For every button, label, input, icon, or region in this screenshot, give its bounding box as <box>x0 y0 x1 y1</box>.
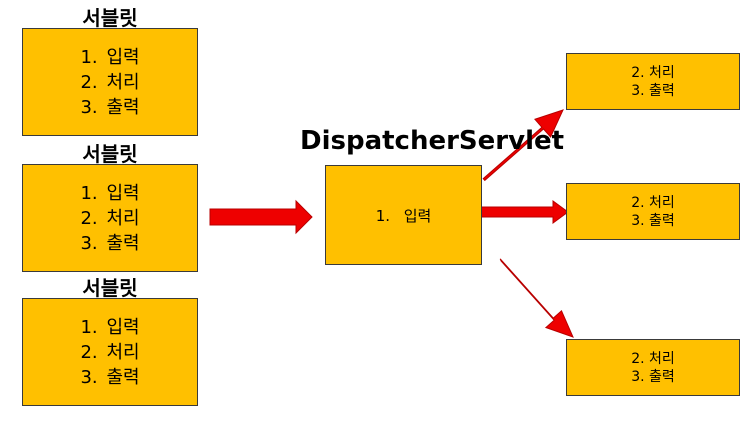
step-item: 1.입력 <box>80 316 140 338</box>
servlet-box-1: 1.입력 2.처리 3.출력 <box>22 28 198 136</box>
step-item: 2.처리 <box>80 207 140 229</box>
servlet-step-list: 1.입력 2.처리 3.출력 <box>80 45 139 120</box>
servlet-title-1: 서블릿 <box>82 6 138 30</box>
step-item: 2. 처리 <box>631 194 675 211</box>
step-item: 2. 처리 <box>631 64 675 81</box>
servlet-title-2: 서블릿 <box>82 142 138 166</box>
arrow-dispatcher-to-handler-3 <box>499 258 574 338</box>
arrow-dispatcher-to-handler-1 <box>482 109 564 182</box>
step-item: 3. 출력 <box>631 82 675 99</box>
servlet-box-2: 1.입력 2.처리 3.출력 <box>22 164 198 272</box>
servlet-step-list: 1.입력 2.처리 3.출력 <box>80 315 139 390</box>
handler-step-list: 2. 처리 3. 출력 <box>631 350 675 386</box>
step-item: 3. 출력 <box>631 212 675 229</box>
step-item: 3. 출력 <box>631 368 675 385</box>
step-item: 3.출력 <box>80 96 140 118</box>
step-item: 2.처리 <box>80 341 140 363</box>
handler-step-list: 2. 처리 3. 출력 <box>631 194 675 230</box>
step-item: 3.출력 <box>80 232 140 254</box>
handler-box-3: 2. 처리 3. 출력 <box>566 339 740 396</box>
arrow-dispatcher-to-handler-2 <box>480 200 569 224</box>
servlet-box-3: 1.입력 2.처리 3.출력 <box>22 298 198 406</box>
step-item: 1.입력 <box>80 182 140 204</box>
step-item: 2. 처리 <box>631 350 675 367</box>
handler-step-list: 2. 처리 3. 출력 <box>631 64 675 100</box>
handler-box-2: 2. 처리 3. 출력 <box>566 183 740 240</box>
dispatcher-step: 1.입력 <box>375 206 432 225</box>
step-item: 1.입력 <box>80 46 140 68</box>
dispatcher-title: DispatcherServlet <box>300 126 565 156</box>
handler-box-1: 2. 처리 3. 출력 <box>566 53 740 110</box>
servlet-title-3: 서블릿 <box>82 276 138 300</box>
step-item: 2.처리 <box>80 71 140 93</box>
step-item: 3.출력 <box>80 366 140 388</box>
dispatcher-box: 1.입력 <box>325 165 482 265</box>
arrow-servlets-to-dispatcher <box>209 199 313 235</box>
servlet-step-list: 1.입력 2.처리 3.출력 <box>80 181 139 256</box>
